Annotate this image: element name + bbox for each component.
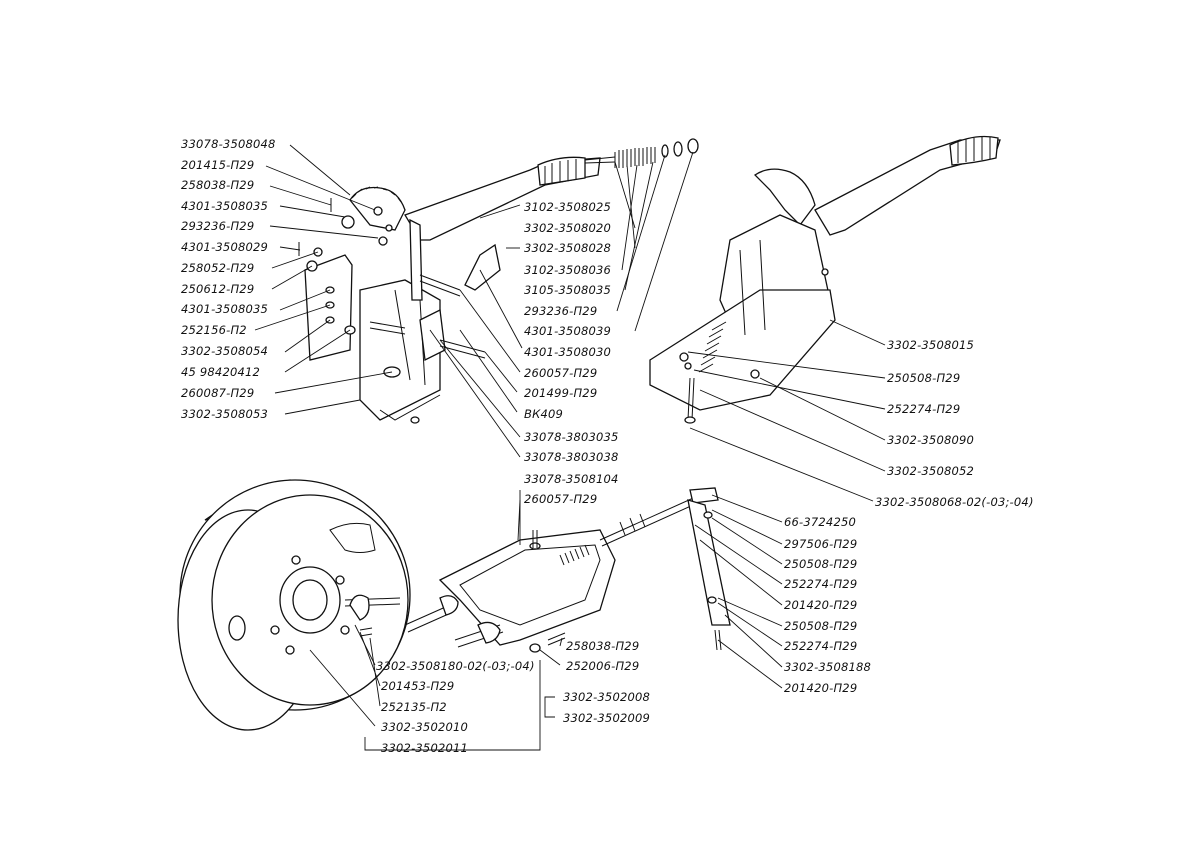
part-label: 252156-П2	[181, 323, 247, 337]
part-label: 4301-3508035	[181, 302, 269, 316]
lever-assembly-exploded	[298, 138, 699, 424]
part-label: 3102-3508036	[524, 263, 612, 277]
part-label: 3302-3502010	[381, 720, 469, 734]
part-label: 252274-П29	[784, 639, 858, 653]
part-label: 252274-П29	[887, 402, 961, 416]
part-label: 45 98420412	[181, 365, 261, 379]
part-label: 260087-П29	[181, 386, 255, 400]
part-label: 201420-П29	[784, 598, 858, 612]
part-label: 3302-3508054	[181, 344, 269, 358]
part-label: 250508-П29	[784, 557, 858, 571]
part-label: 258038-П29	[566, 639, 640, 653]
part-label: 260057-П29	[524, 366, 598, 380]
part-label: 250508-П29	[887, 371, 961, 385]
part-label: 33078-3803035	[524, 430, 619, 444]
brake-drum	[177, 479, 411, 731]
part-label: 33078-3508104	[524, 472, 619, 486]
part-label: 3302-3508180-02(-03;-04)	[376, 659, 535, 673]
part-label: 3302-3508090	[887, 433, 975, 447]
part-label: ВК409	[524, 407, 564, 421]
part-label: 252274-П29	[784, 577, 858, 591]
part-label: 3302-3508028	[524, 241, 612, 255]
part-label: 3302-3508015	[887, 338, 975, 352]
leader-lines	[254, 144, 886, 751]
cable-equalizer	[404, 487, 731, 653]
part-label: 33078-3508048	[181, 137, 276, 151]
part-label: 293236-П29	[524, 304, 598, 318]
part-label: 250612-П29	[181, 282, 255, 296]
part-label: 3302-3508053	[181, 407, 269, 421]
part-label: 252135-П2	[381, 700, 447, 714]
part-label: 201499-П29	[524, 386, 598, 400]
part-label: 3302-3502008	[563, 690, 651, 704]
part-label: 4301-3508035	[181, 199, 269, 213]
part-label: 3302-3508068-02(-03;-04)	[875, 495, 1034, 509]
part-label: 3102-3508025	[524, 200, 612, 214]
part-label: 258052-П29	[181, 261, 255, 275]
part-label: 201453-П29	[381, 679, 455, 693]
part-label: 3302-3508188	[784, 660, 872, 674]
part-label: 4301-3508029	[181, 240, 269, 254]
part-label: 3302-3508020	[524, 221, 612, 235]
part-label: 201420-П29	[784, 681, 858, 695]
part-label: 260057-П29	[524, 492, 598, 506]
part-label: 3302-3502009	[563, 711, 651, 725]
part-label: 250508-П29	[784, 619, 858, 633]
part-label: 66-3724250	[784, 515, 856, 529]
part-label: 33078-3803038	[524, 450, 619, 464]
part-label: 4301-3508030	[524, 345, 612, 359]
part-label: 258038-П29	[181, 178, 255, 192]
lever-assembly-assembled	[649, 135, 1001, 424]
part-label: 201415-П29	[181, 158, 255, 172]
part-label: 252006-П29	[566, 659, 640, 673]
part-label: 3302-3508052	[887, 464, 975, 478]
part-label: 3105-3508035	[524, 283, 612, 297]
part-label: 293236-П29	[181, 219, 255, 233]
part-label: 3302-3502011	[381, 741, 469, 755]
part-label: 4301-3508039	[524, 324, 612, 338]
part-label: 297506-П29	[784, 537, 858, 551]
